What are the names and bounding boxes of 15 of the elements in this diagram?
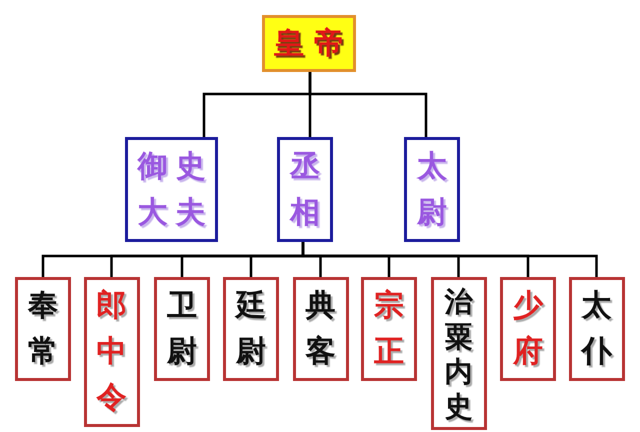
position-box: 典客	[292, 277, 348, 381]
position-box: 卫尉	[154, 277, 210, 381]
position-box: 郎中令	[84, 277, 140, 427]
position-box: 丞相	[277, 137, 333, 242]
connector-line	[308, 72, 428, 137]
position-box: 治粟内史	[430, 277, 486, 430]
position-box: 太仆	[568, 277, 624, 381]
position-box: 廷尉	[223, 277, 279, 381]
position-box: 少府	[500, 277, 556, 381]
position-box: 皇帝	[262, 15, 356, 72]
position-box: 奉常	[15, 277, 71, 381]
connector-line	[302, 242, 598, 277]
position-box: 御史大夫	[125, 137, 218, 242]
position-box: 宗正	[361, 277, 417, 381]
position-box: 太尉	[404, 137, 460, 242]
